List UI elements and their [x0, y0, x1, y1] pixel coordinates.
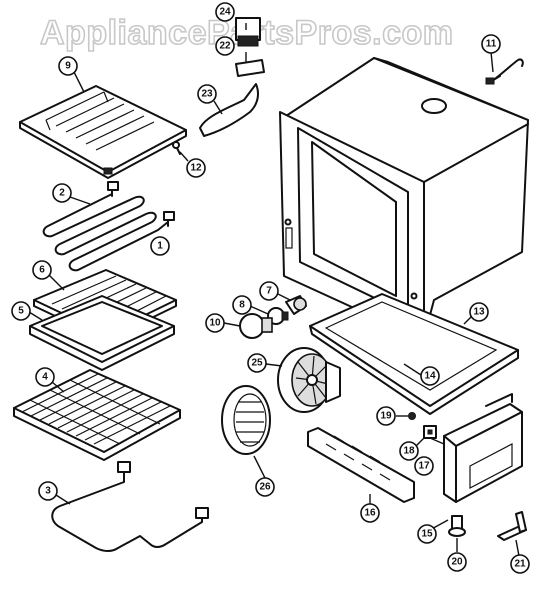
svg-text:7: 7: [266, 286, 272, 297]
callout-20: 20: [447, 552, 467, 572]
svg-text:2: 2: [59, 188, 65, 199]
svg-text:10: 10: [209, 318, 221, 329]
part-fan-cover: [221, 385, 271, 455]
part-bake-element: [51, 461, 209, 552]
svg-text:23: 23: [201, 89, 213, 100]
callout-2: 2: [52, 183, 72, 203]
svg-text:11: 11: [486, 39, 497, 50]
callout-9: 9: [58, 56, 78, 76]
callout-5: 5: [11, 301, 31, 321]
part-convection-fan: [277, 347, 341, 413]
callout-23: 23: [197, 84, 217, 104]
part-clip: [423, 425, 437, 439]
callout-19: 19: [376, 406, 396, 426]
part-broil-pan: [29, 295, 175, 371]
part-oven-cavity: [279, 57, 529, 341]
svg-text:8: 8: [239, 300, 245, 311]
svg-text:16: 16: [364, 508, 376, 519]
callout-8: 8: [232, 295, 252, 315]
svg-text:18: 18: [403, 446, 415, 457]
callout-7: 7: [259, 281, 279, 301]
svg-text:14: 14: [424, 371, 436, 382]
callout-3: 3: [38, 481, 58, 501]
callout-24: 24: [215, 2, 235, 22]
part-leveling-leg: [448, 515, 466, 537]
callout-15: 15: [417, 524, 437, 544]
svg-text:3: 3: [45, 486, 51, 497]
callout-12: 12: [186, 158, 206, 178]
callout-16: 16: [360, 503, 380, 523]
part-anti-tip-bracket: [497, 511, 527, 541]
callout-10: 10: [205, 313, 225, 333]
svg-text:24: 24: [219, 7, 231, 18]
callout-21: 21: [510, 554, 530, 574]
svg-text:9: 9: [65, 61, 71, 72]
part-light-socket: [285, 295, 307, 315]
part-screw: [172, 141, 181, 155]
svg-text:20: 20: [451, 557, 463, 568]
svg-text:15: 15: [421, 529, 433, 540]
svg-text:17: 17: [418, 461, 430, 472]
svg-text:22: 22: [219, 41, 231, 52]
callout-11: 11: [481, 34, 501, 54]
callout-18: 18: [399, 441, 419, 461]
callout-13: 13: [469, 302, 489, 322]
part-oven-rack: [13, 369, 181, 461]
svg-text:5: 5: [18, 306, 24, 317]
part-broil-element: [42, 181, 175, 272]
part-drawer-bracket: [443, 393, 523, 503]
callout-1: 1: [150, 236, 170, 256]
part-wire-lead: [485, 58, 524, 85]
callout-26: 26: [255, 477, 275, 497]
callout-6: 6: [32, 260, 52, 280]
part-top-plate: [19, 85, 187, 179]
callout-14: 14: [420, 366, 440, 386]
callout-17: 17: [414, 456, 434, 476]
part-bottom-plate: [309, 293, 519, 415]
svg-text:13: 13: [473, 307, 485, 318]
svg-text:4: 4: [42, 372, 48, 383]
svg-text:12: 12: [190, 163, 202, 174]
svg-text:21: 21: [514, 559, 526, 570]
part-light-lens: [239, 313, 273, 339]
part-vent-trim: [307, 427, 415, 503]
part-screw-small: [408, 412, 416, 420]
svg-text:19: 19: [380, 411, 392, 422]
part-switch: [235, 17, 261, 47]
callout-22: 22: [215, 36, 235, 56]
part-bracket: [235, 59, 265, 77]
svg-text:25: 25: [251, 358, 263, 369]
svg-text:1: 1: [157, 241, 163, 252]
svg-text:6: 6: [39, 265, 45, 276]
callout-25: 25: [247, 353, 267, 373]
svg-text:26: 26: [259, 482, 271, 493]
callout-4: 4: [35, 367, 55, 387]
